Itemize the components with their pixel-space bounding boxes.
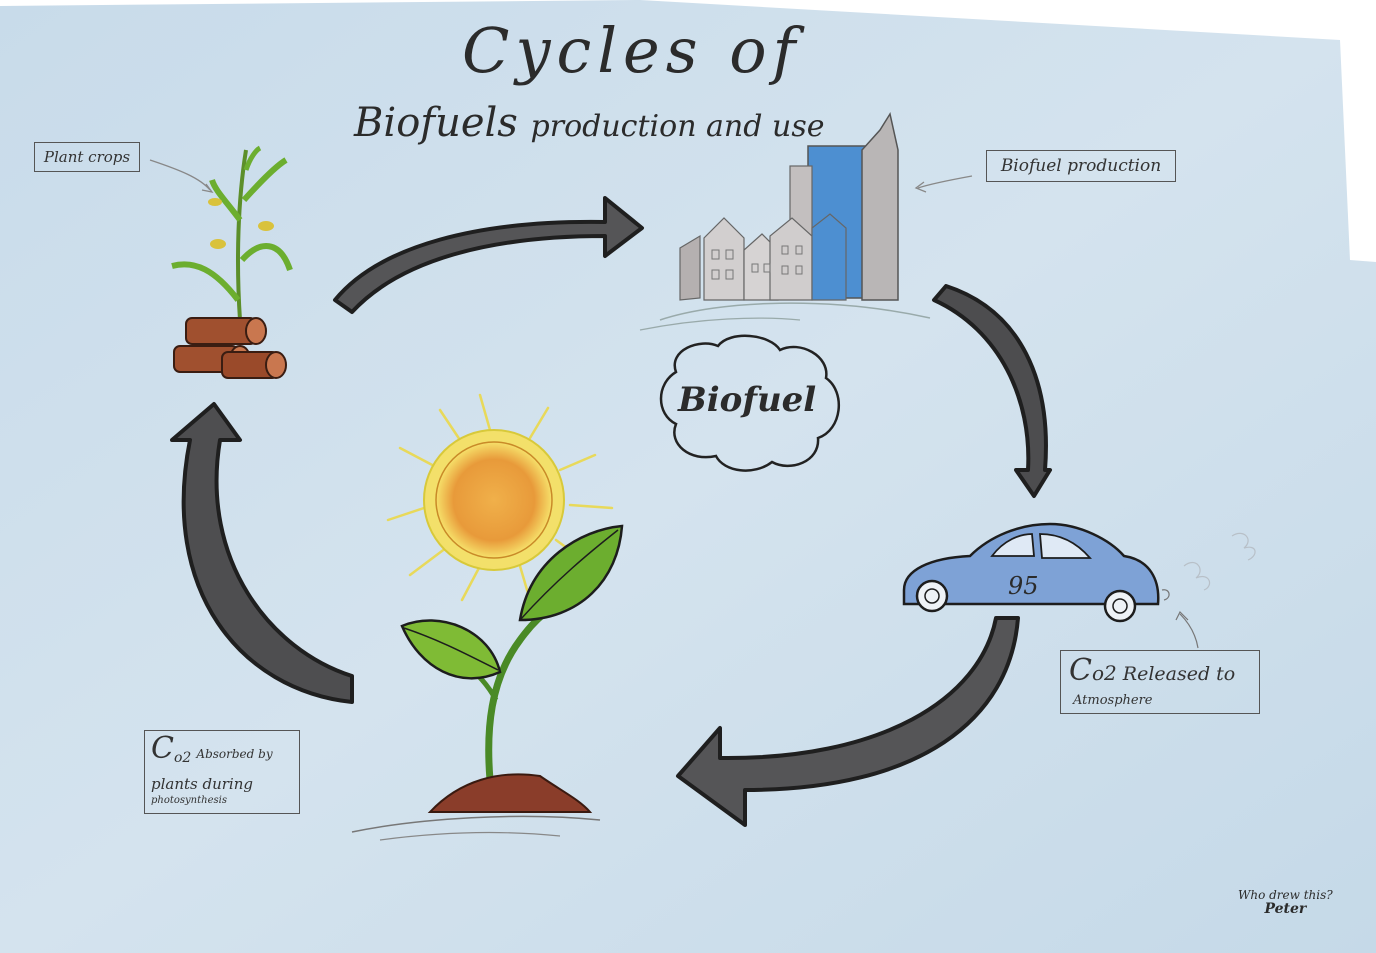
plant-crops-illustration bbox=[149, 145, 293, 379]
sun-illustration bbox=[386, 393, 614, 602]
biofuel-cloud-label: Biofuel bbox=[678, 380, 817, 420]
arrow-car-to-seedling bbox=[676, 616, 1020, 827]
plant-crops-label: Plant crops bbox=[34, 142, 140, 172]
car-number: 95 bbox=[1008, 572, 1039, 600]
title-line-2: Biofuels production and use bbox=[354, 100, 824, 146]
co2-released-atmosphere: Atmosphere bbox=[1073, 693, 1153, 708]
co2-absorbed-line3: photosynthesis bbox=[151, 795, 227, 806]
signature-name: Peter bbox=[1264, 901, 1307, 917]
co2-absorbed-c: C bbox=[151, 731, 174, 766]
biofuel-cloud bbox=[659, 334, 840, 472]
co2-absorbed-line2: plants during bbox=[151, 775, 253, 793]
co2-released-text: Released to bbox=[1122, 663, 1236, 685]
title-biofuels: Biofuels bbox=[354, 100, 518, 146]
arrow-crops-to-production bbox=[333, 196, 644, 314]
title-line-1: Cycles of bbox=[462, 14, 802, 87]
factory-illustration bbox=[639, 112, 973, 331]
arrow-seedling-to-crops bbox=[170, 402, 354, 704]
co2-absorbed-label: Co2 Absorbed by plants during photosynth… bbox=[144, 730, 300, 814]
biofuel-production-label: Biofuel production bbox=[986, 150, 1176, 182]
seedling-illustration bbox=[351, 524, 624, 841]
title-production-and-use: production and use bbox=[530, 109, 825, 144]
signature-question: Who drew this? bbox=[1238, 888, 1333, 902]
co2-released-sub: o2 bbox=[1091, 661, 1117, 685]
co2-absorbed-sub: o2 bbox=[173, 750, 192, 767]
co2-absorbed-text: Absorbed by bbox=[196, 747, 273, 761]
arrow-production-to-car bbox=[932, 284, 1052, 498]
signature: Who drew this? Peter bbox=[1238, 888, 1333, 916]
car-illustration bbox=[902, 522, 1256, 649]
co2-released-label: Co2 Released to Atmosphere bbox=[1060, 650, 1260, 714]
co2-released-c: C bbox=[1069, 653, 1092, 688]
